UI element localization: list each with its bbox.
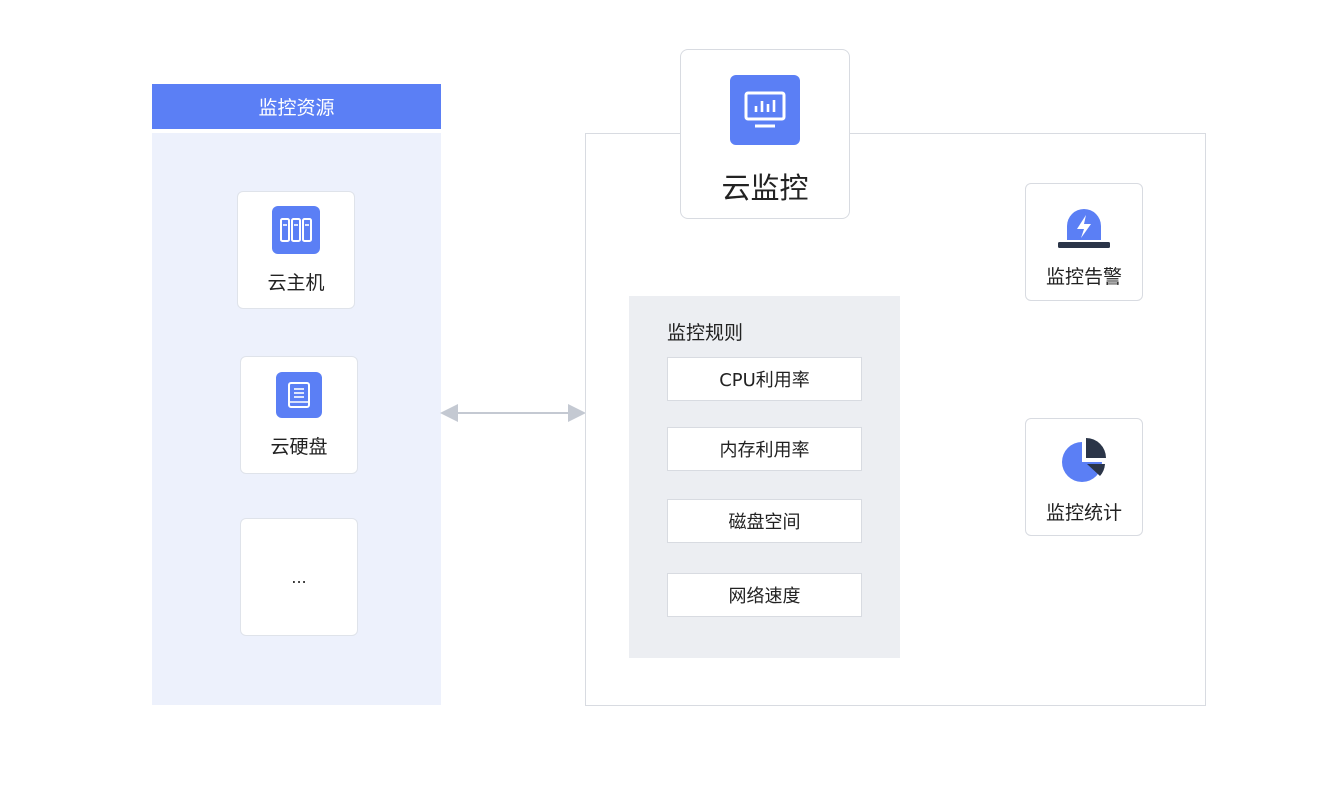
cloud-monitor-title: 云监控: [721, 171, 809, 205]
monitor-alarm-card[interactable]: 监控告警: [1025, 183, 1143, 301]
resources-header: 监控资源: [152, 84, 441, 129]
resource-card-cloud-host[interactable]: 云主机: [237, 191, 355, 309]
pie-chart-icon: [1062, 438, 1106, 482]
rule-item-disk[interactable]: 磁盘空间: [667, 499, 862, 543]
resource-card-cloud-disk[interactable]: 云硬盘: [240, 356, 358, 474]
resource-card-more[interactable]: ...: [240, 518, 358, 636]
monitor-statistics-card[interactable]: 监控统计: [1025, 418, 1143, 536]
more-ellipsis: ...: [291, 567, 307, 587]
alarm-label: 监控告警: [1045, 266, 1122, 288]
alarm-siren-icon: [1058, 209, 1110, 248]
statistics-label: 监控统计: [1045, 502, 1122, 524]
monitor-chart-icon: [730, 75, 800, 145]
rule-item-network[interactable]: 网络速度: [667, 573, 862, 617]
monitor-rules-title: 监控规则: [667, 322, 744, 344]
server-icon: [272, 205, 320, 254]
cloud-monitor-card[interactable]: 云监控: [680, 49, 850, 219]
rule-item-memory[interactable]: 内存利用率: [667, 427, 862, 471]
disk-icon: [276, 371, 322, 418]
resource-label: 云硬盘: [270, 435, 328, 458]
bidirectional-arrow: [440, 404, 586, 422]
resource-label: 云主机: [267, 271, 325, 294]
rule-item-cpu[interactable]: CPU利用率: [667, 357, 862, 401]
